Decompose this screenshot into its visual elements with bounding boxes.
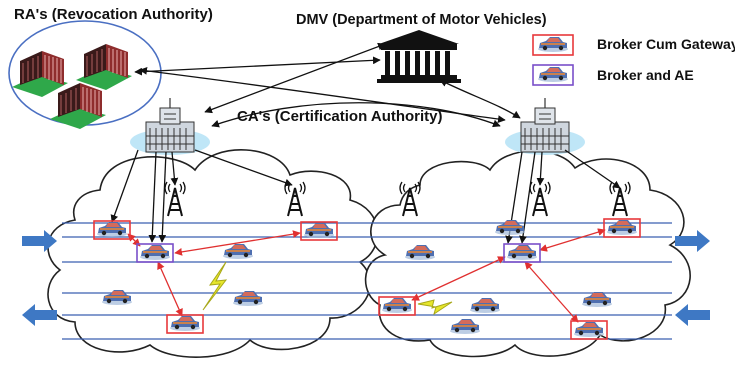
lightning-icon [202, 261, 228, 311]
legend-gateway-symbol [532, 34, 574, 56]
gateway-vehicle [603, 218, 641, 238]
car-icon [538, 37, 568, 52]
legend-broker-symbol [532, 64, 574, 86]
gateway-vehicles [93, 218, 641, 340]
traffic-arrows [22, 230, 710, 326]
ra-label: RA's (Revocation Authority) [14, 6, 213, 23]
legend [532, 34, 574, 86]
gateway-vehicle [300, 221, 338, 241]
lightning-icon [417, 299, 453, 316]
gateway-vehicle [570, 320, 608, 340]
ca-building-icon [504, 97, 586, 156]
traffic-arrow-left-icon [22, 304, 57, 326]
ca-label: CA's (Certification Authority) [237, 108, 443, 125]
gateway-vehicle [166, 314, 204, 334]
left-cloud [47, 149, 379, 358]
traffic-arrow-right-icon [675, 230, 710, 252]
dmv-building-icon [377, 30, 461, 83]
car-icon [538, 67, 568, 82]
ra-cluster [8, 20, 162, 130]
broker-vehicle [503, 243, 541, 263]
control-links [110, 42, 621, 244]
gateway-vehicle [93, 220, 131, 240]
gateway-vehicle [378, 296, 416, 316]
traffic-arrow-right-icon [22, 230, 57, 252]
dmv-label: DMV (Department of Motor Vehicles) [296, 12, 547, 28]
broker-vehicles [136, 243, 541, 263]
legend-gateway-label: Broker Cum Gateway [597, 36, 735, 52]
legend-broker-label: Broker and AE [597, 67, 694, 83]
traffic-arrow-left-icon [675, 304, 710, 326]
broker-vehicle [136, 243, 174, 263]
